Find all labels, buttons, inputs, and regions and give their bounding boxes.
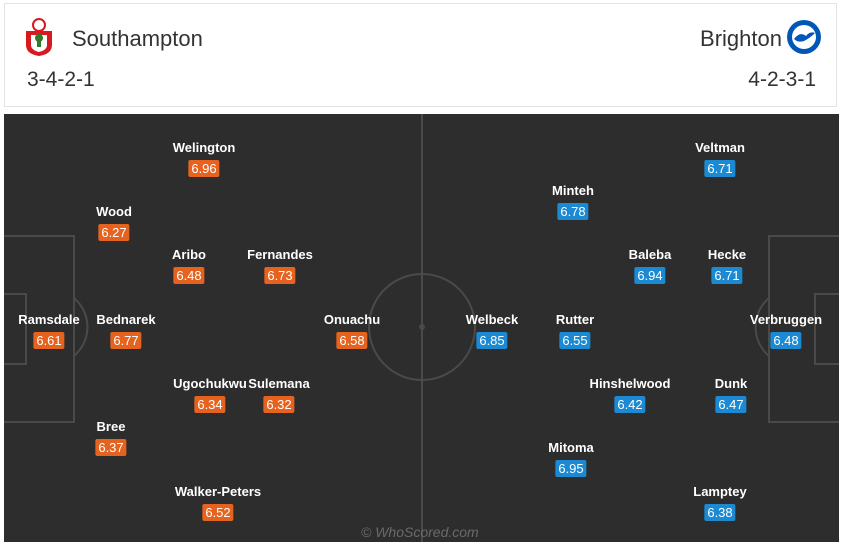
home-formation: 3-4-2-1 [27,68,95,91]
pitch: Welington 6.96 Wood 6.27 Aribo 6.48 Fern… [4,114,839,542]
player-name: Wood [96,204,132,219]
player-rating: 6.42 [614,396,646,413]
match-header: Southampton 3-4-2-1 Brighton 4-2-3-1 [4,3,837,107]
player-name: Sulemana [248,376,310,391]
player-rating: 6.37 [95,439,127,456]
player-rating: 6.94 [634,267,666,284]
player-name: Veltman [695,140,745,155]
brighton-crest-icon [787,20,821,54]
player-rating: 6.48 [770,332,802,349]
player-rating: 6.77 [110,332,142,349]
player-rating: 6.78 [557,203,589,220]
player-name: Aribo [172,247,206,262]
player-rating: 6.61 [33,332,65,349]
player-name: Ugochukwu [173,376,247,391]
player-rating: 6.96 [188,160,220,177]
player-name: Welington [172,140,236,155]
player-name: Hinshelwood [589,376,671,391]
player-rating: 6.95 [555,460,587,477]
player-name: Walker-Peters [174,484,262,499]
player-rating: 6.52 [202,504,234,521]
player-name: Welbeck [465,312,519,327]
player-name: Bree [96,419,126,434]
player-rating: 6.71 [711,267,743,284]
player-rating: 6.58 [336,332,368,349]
player-rating: 6.38 [704,504,736,521]
player-rating: 6.48 [173,267,205,284]
player-rating: 6.55 [559,332,591,349]
player-rating: 6.34 [194,396,226,413]
player-rating: 6.71 [704,160,736,177]
player-name: Baleba [628,247,672,262]
player-rating: 6.85 [476,332,508,349]
pitch-lines [4,114,839,542]
player-name: Verbruggen [749,312,823,327]
player-rating: 6.32 [263,396,295,413]
player-name: Ramsdale [18,312,80,327]
player-name: Mitoma [548,440,594,455]
player-name: Bednarek [96,312,156,327]
home-team-name: Southampton [72,26,203,51]
whoscored-watermark: © WhoScored.com [361,524,479,540]
player-rating: 6.27 [98,224,130,241]
player-name: Lamptey [693,484,747,499]
player-name: Hecke [707,247,747,262]
player-rating: 6.73 [264,267,296,284]
player-name: Dunk [714,376,748,391]
player-name: Fernandes [247,247,313,262]
away-formation: 4-2-3-1 [748,68,816,91]
player-name: Onuachu [323,312,381,327]
away-team-name: Brighton [700,26,782,51]
player-rating: 6.47 [715,396,747,413]
player-name: Rutter [555,312,595,327]
player-name: Minteh [552,183,594,198]
southampton-crest-icon [26,18,52,56]
